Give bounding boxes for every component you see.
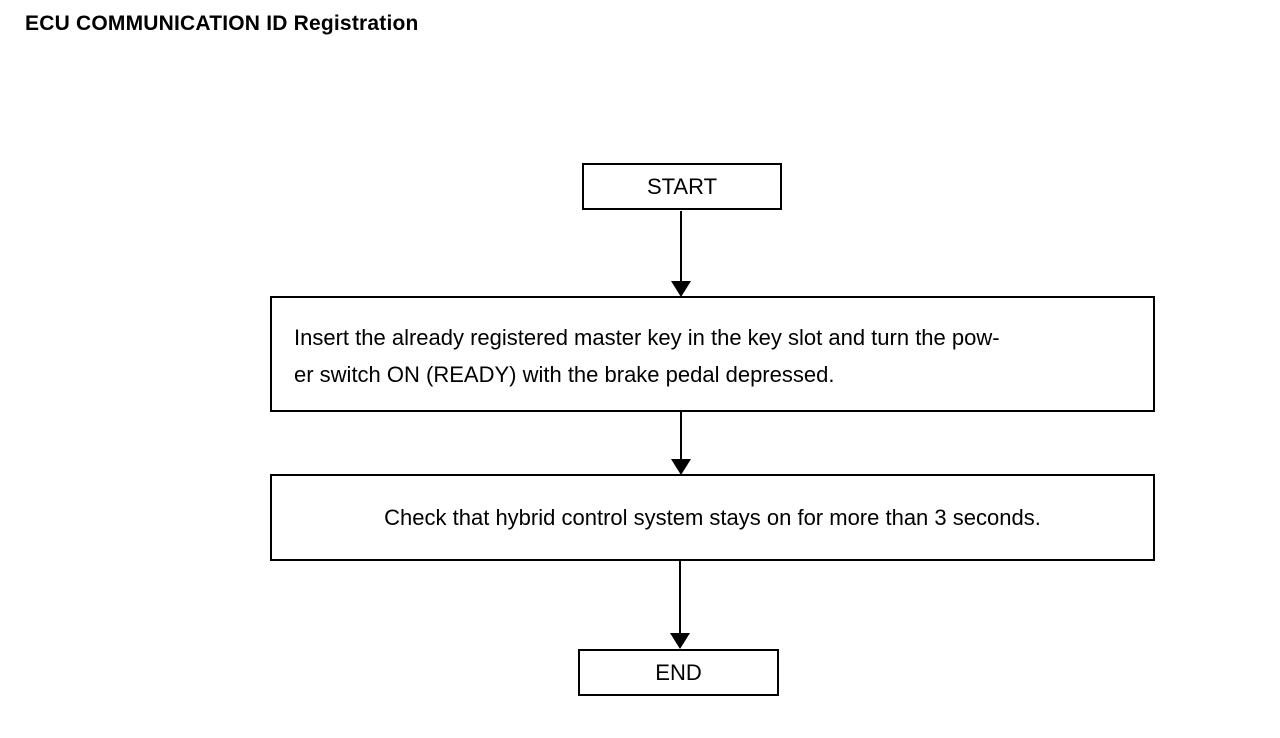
end-label: END — [655, 659, 702, 685]
down-arrow-icon — [671, 281, 691, 297]
flowchart-node-step2: Check that hybrid control system stays o… — [270, 474, 1155, 561]
flowchart-node-end: END — [578, 649, 779, 696]
down-arrow-icon — [670, 633, 690, 649]
down-arrow-icon — [671, 459, 691, 475]
page-title: ECU COMMUNICATION ID Registration — [25, 12, 419, 35]
step2-text: Check that hybrid control system stays o… — [384, 504, 1041, 530]
flowchart-node-step1: Insert the already registered master key… — [270, 296, 1155, 412]
step1-text-line1: Insert the already registered master key… — [294, 325, 1000, 350]
start-label: START — [646, 173, 718, 199]
step1-text-line2: er switch ON (READY) with the brake peda… — [294, 362, 835, 387]
step1-text: Insert the already registered master key… — [294, 319, 1000, 393]
connector-line-step1-to-step2 — [680, 412, 682, 460]
connector-line-start-to-step1 — [680, 211, 682, 282]
flowchart-node-start: START — [582, 163, 782, 210]
connector-line-step2-to-end — [679, 561, 681, 634]
